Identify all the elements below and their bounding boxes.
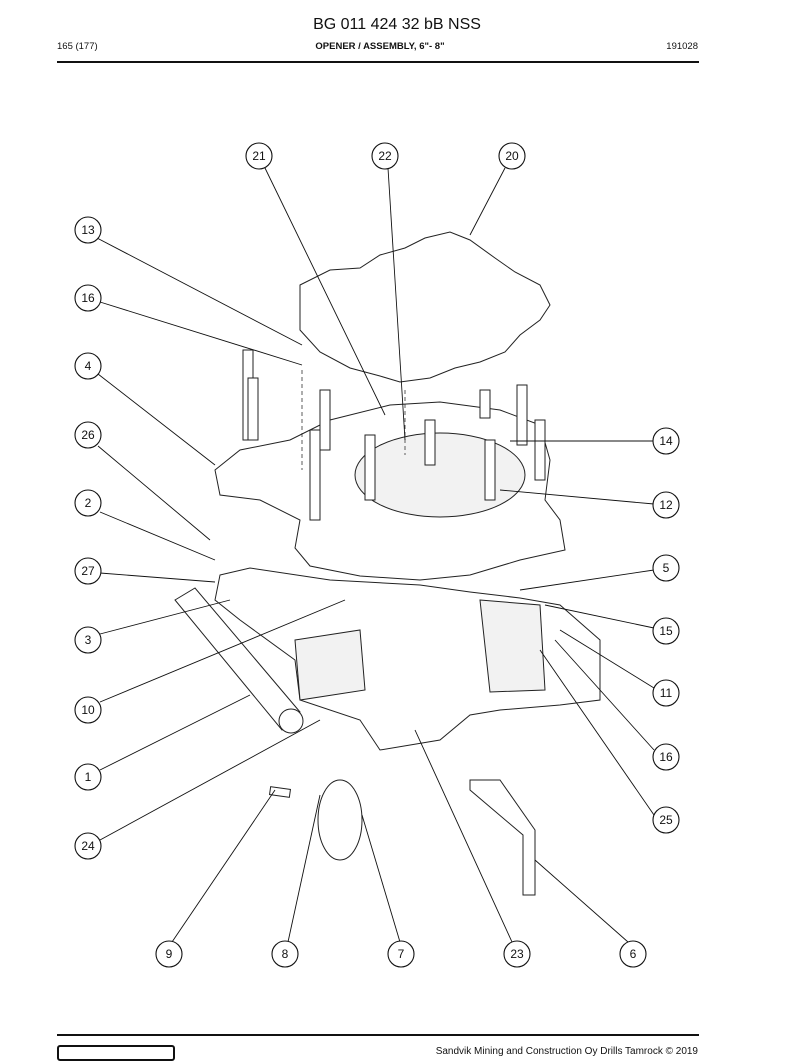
svg-text:2: 2 (85, 496, 92, 510)
callout-27: 27 (74, 557, 102, 585)
callout-5: 5 (652, 554, 680, 582)
svg-text:5: 5 (663, 561, 670, 575)
svg-text:11: 11 (660, 686, 673, 700)
svg-text:27: 27 (81, 564, 95, 578)
page-number: 165 (177) (57, 41, 98, 52)
top-plate (299, 231, 551, 383)
callout-11: 11 (652, 679, 680, 707)
svg-text:7: 7 (398, 947, 405, 961)
callout-25: 25 (652, 806, 680, 834)
callout-15: 15 (652, 617, 680, 645)
svg-text:12: 12 (659, 498, 673, 512)
svg-text:13: 13 (81, 223, 95, 237)
callout-23: 23 (503, 940, 531, 968)
svg-text:1: 1 (85, 770, 92, 784)
svg-text:25: 25 (659, 813, 673, 827)
svg-text:6: 6 (630, 947, 637, 961)
svg-text:26: 26 (81, 428, 95, 442)
callout-10: 10 (74, 696, 102, 724)
section-title: OPENER / ASSEMBLY, 6"- 8" (315, 41, 445, 52)
svg-text:9: 9 (166, 947, 173, 961)
callout-1: 1 (74, 763, 102, 791)
revision-date: 191028 (666, 41, 698, 52)
callout-6: 6 (619, 940, 647, 968)
callout-3: 3 (74, 626, 102, 654)
callout-22: 22 (371, 142, 399, 170)
sandvik-logo (57, 1045, 175, 1061)
callout-20: 20 (498, 142, 526, 170)
svg-text:24: 24 (81, 839, 95, 853)
callout-14: 14 (652, 427, 680, 455)
callout-13: 13 (74, 216, 102, 244)
jaw-block-right (479, 599, 546, 693)
svg-text:4: 4 (85, 359, 92, 373)
svg-text:22: 22 (378, 149, 392, 163)
svg-text:16: 16 (81, 291, 95, 305)
callout-26: 26 (74, 421, 102, 449)
bolt-group (242, 349, 546, 521)
callout-16-lower: 16 (652, 743, 680, 771)
cylinder-rod (174, 587, 301, 731)
callout-16-upper: 16 (74, 284, 102, 312)
handle (469, 779, 536, 896)
callout-12: 12 (652, 491, 680, 519)
center-ring (354, 432, 526, 518)
callout-8: 8 (271, 940, 299, 968)
header-rule (57, 61, 699, 63)
leader-lines (96, 167, 655, 943)
callout-7: 7 (387, 940, 415, 968)
callout-9: 9 (155, 940, 183, 968)
svg-text:10: 10 (81, 703, 95, 717)
callout-4: 4 (74, 352, 102, 380)
svg-text:20: 20 (505, 149, 519, 163)
spring (317, 779, 363, 861)
footer-copyright: Sandvik Mining and Construction Oy Drill… (435, 1046, 698, 1057)
svg-text:23: 23 (510, 947, 524, 961)
callout-24: 24 (74, 832, 102, 860)
callout-2: 2 (74, 489, 102, 517)
svg-text:21: 21 (252, 149, 266, 163)
footer-rule (57, 1034, 699, 1036)
callout-21: 21 (245, 142, 273, 170)
svg-text:14: 14 (659, 434, 673, 448)
svg-text:16: 16 (659, 750, 673, 764)
jaw-block-left (294, 629, 366, 701)
svg-text:3: 3 (85, 633, 92, 647)
svg-text:8: 8 (282, 947, 289, 961)
document-title: BG 011 424 32 bB NSS (313, 16, 481, 33)
svg-text:15: 15 (659, 624, 673, 638)
